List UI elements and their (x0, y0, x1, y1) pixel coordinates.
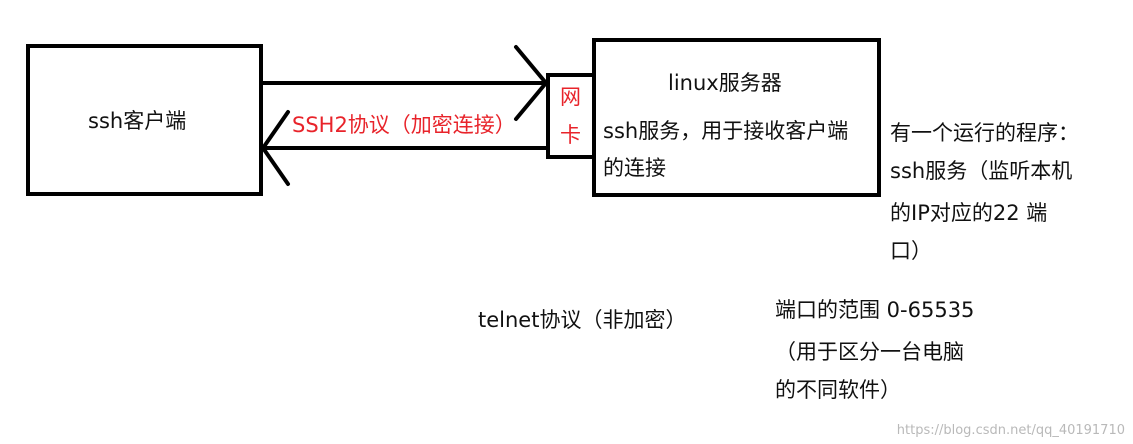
running-program-line4: 口） (890, 239, 932, 263)
running-program-line2: ssh服务（监听本机 (890, 159, 1073, 183)
nic-box (546, 73, 596, 159)
running-program-line1: 有一个运行的程序： (890, 121, 1079, 145)
port-range-line3: 的不同软件） (775, 378, 901, 402)
port-range-line1: 端口的范围 0-65535 (775, 298, 975, 322)
arrow-to-server-head (514, 45, 548, 121)
server-service-desc-line2: 的连接 (603, 156, 666, 180)
arrow-to-client-head (261, 110, 290, 186)
server-service-desc-line1: ssh服务，用于接收客户端 (603, 119, 849, 143)
client-box (26, 44, 263, 196)
running-program-line3: 的IP对应的22 端 (890, 201, 1048, 225)
port-range-line2: （用于区分一台电脑 (775, 340, 964, 364)
protocol-label: SSH2协议（加密连接） (292, 113, 516, 137)
telnet-label: telnet协议（非加密） (478, 308, 687, 332)
nic-label-char1: 网 (560, 85, 581, 109)
nic-label-char2: 卡 (560, 123, 581, 147)
watermark-text: https://blog.csdn.net/qq_40191710 (896, 423, 1125, 438)
client-label: ssh客户端 (88, 109, 187, 133)
server-title: linux服务器 (668, 71, 782, 95)
